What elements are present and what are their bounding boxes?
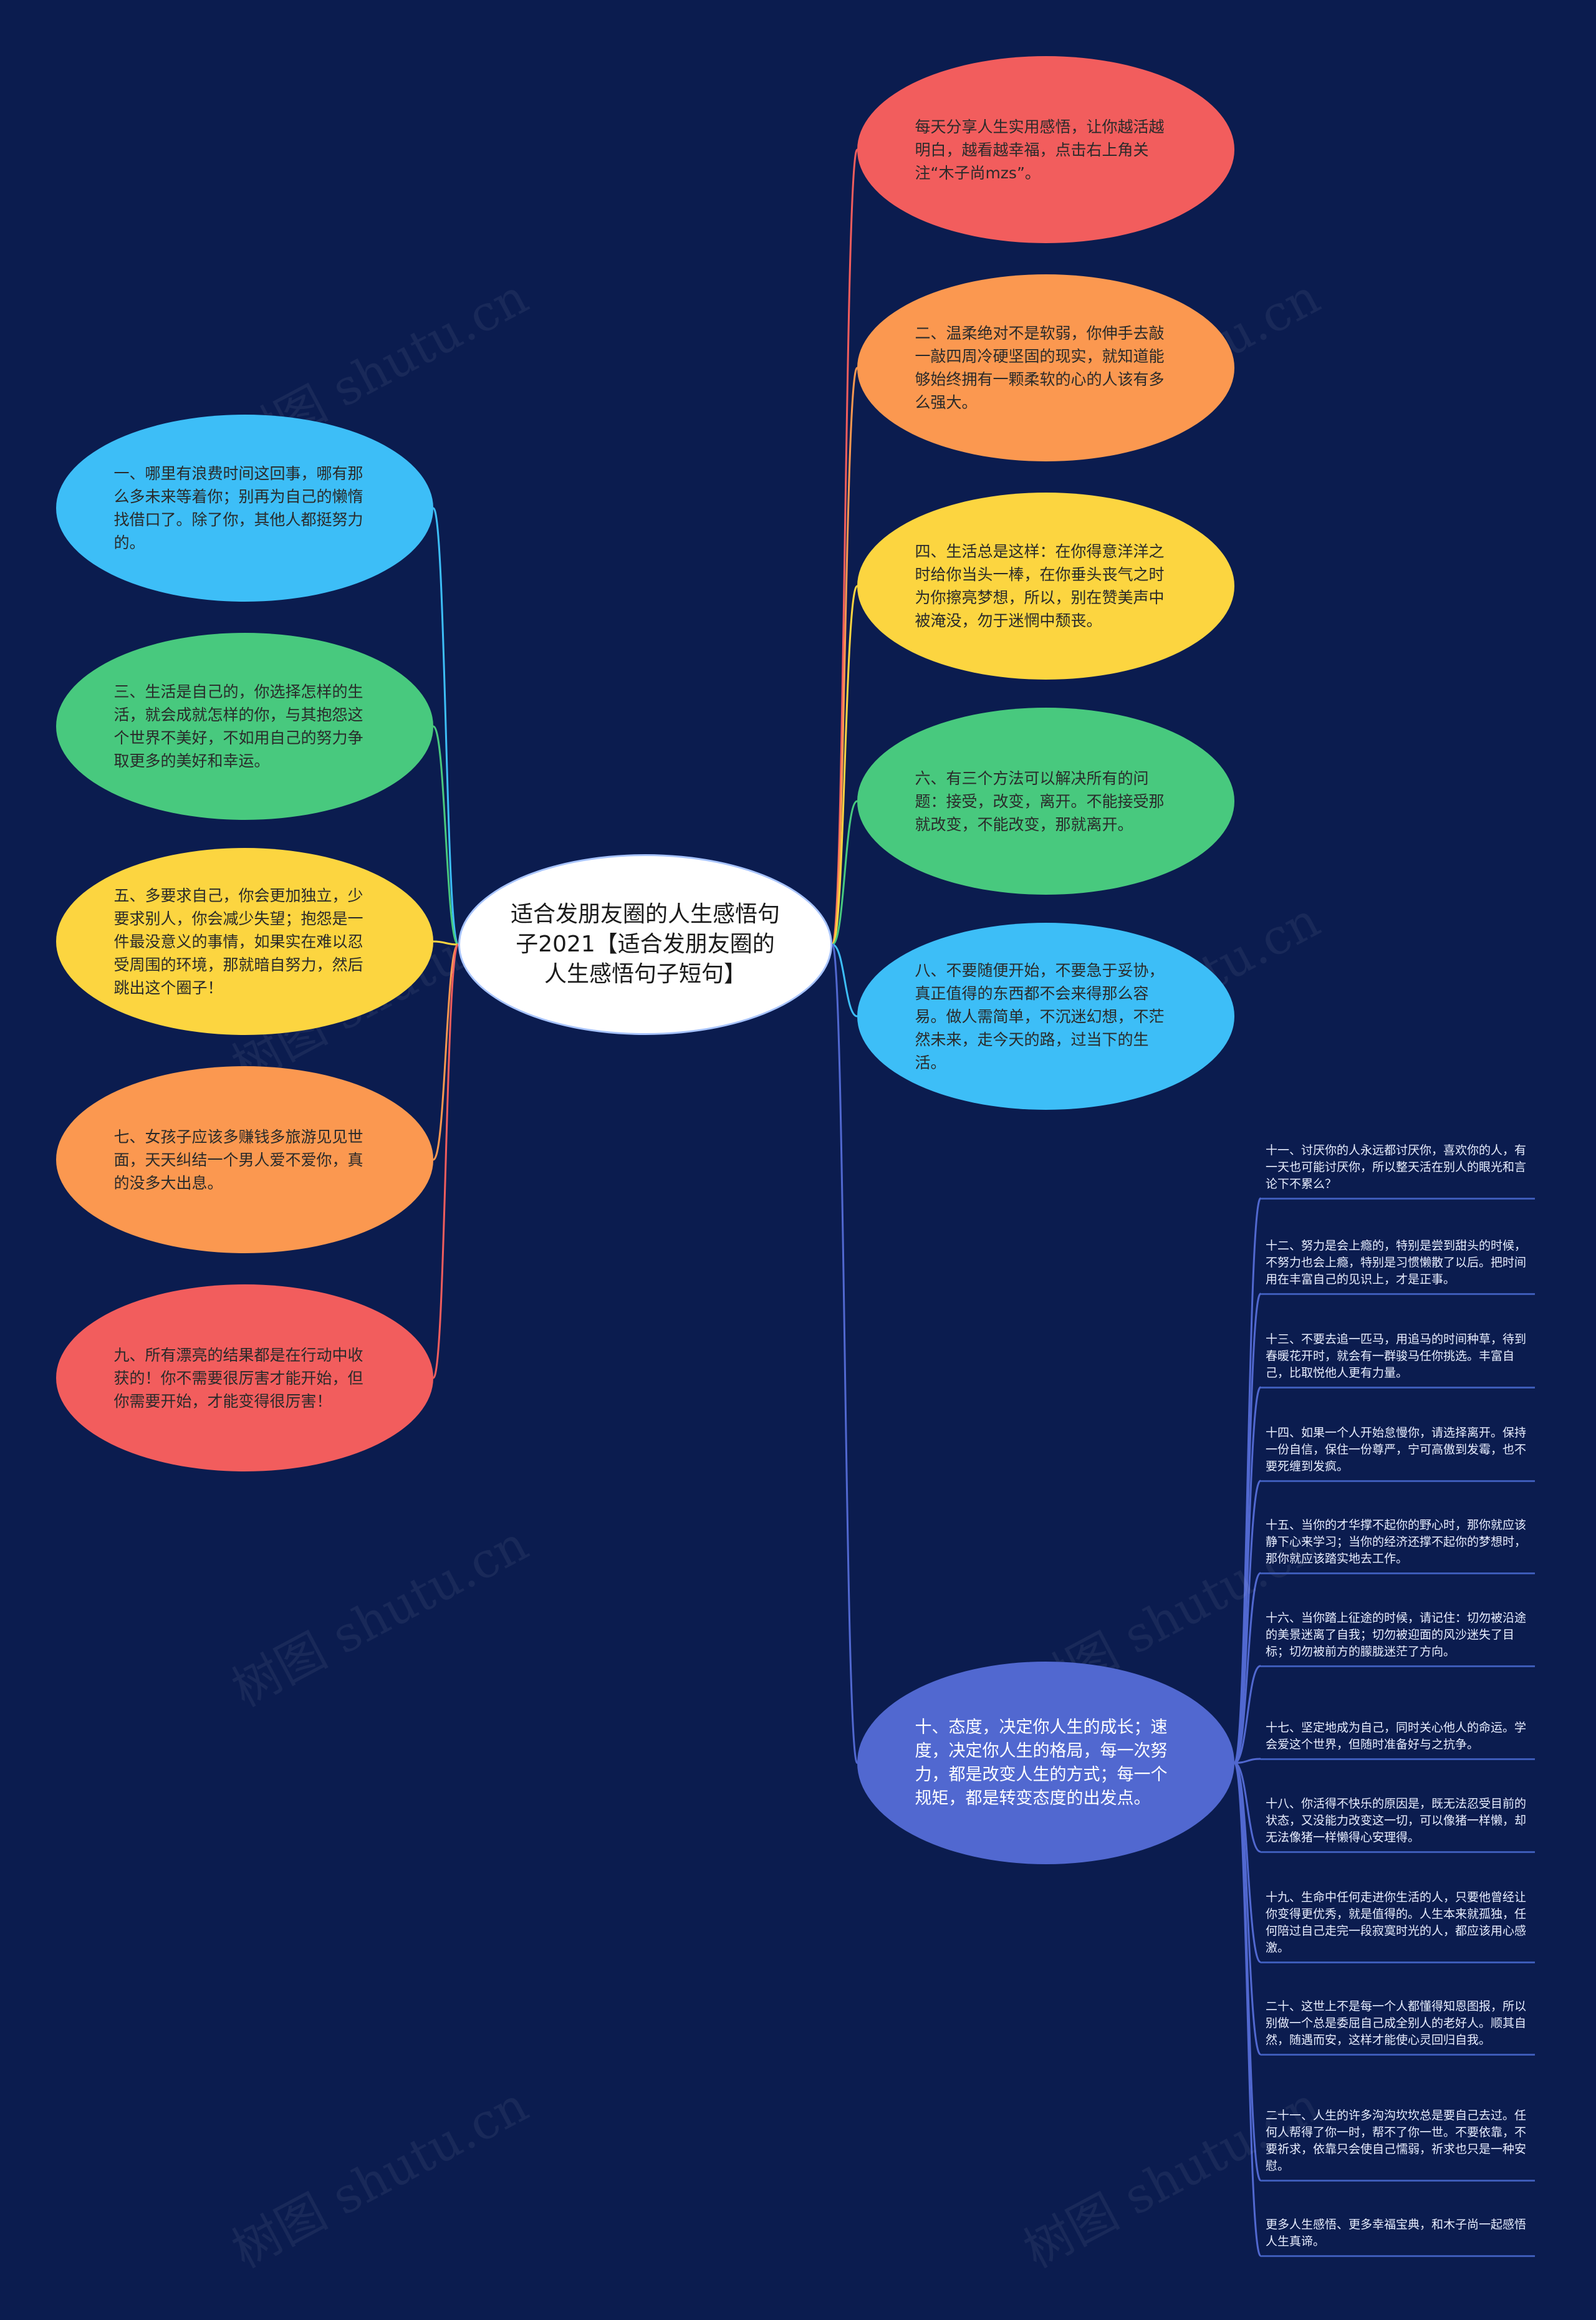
leaf-item-label: 十五、当你的才华撑不起你的野心时，那你就应该静下心来学习；当你的经济还撑不起你的…	[1266, 1518, 1527, 1566]
connector-line	[432, 943, 459, 1379]
leaf-item[interactable]: 十九、生命中任何走进你生活的人，只要他曾经让你变得更优秀，就是值得的。人生本来就…	[1261, 1889, 1535, 1963]
leaf-item-label: 十七、坚定地成为自己，同时关心他人的命运。学会爱这个世界，但随时准备好与之抗争。	[1266, 1721, 1527, 1751]
connector-line	[831, 148, 858, 946]
connector-line	[1233, 1762, 1262, 2182]
leaf-item-label: 更多人生感悟、更多幸福宝典，和木子尚一起感悟人生真谛。	[1266, 2218, 1527, 2248]
connector-line	[432, 507, 459, 946]
leaf-item[interactable]: 更多人生感悟、更多幸福宝典，和木子尚一起感悟人生真谛。	[1261, 2217, 1535, 2257]
connector-line	[1233, 1762, 1262, 1963]
branch-node-right[interactable]: 每天分享人生实用感悟，让你越活越明白，越看越幸福，点击右上角关注“木子尚mzs”…	[857, 56, 1234, 243]
leaf-item[interactable]: 二十、这世上不是每一个人都懂得知恩图报，所以别做一个总是委屈自己成全别人的老好人…	[1261, 1998, 1535, 2056]
leaf-item-label: 十六、当你踏上征途的时候，请记住：切勿被沿途的美景迷离了自我；切勿被迎面的风沙迷…	[1266, 1611, 1527, 1658]
leaf-item[interactable]: 十五、当你的才华撑不起你的野心时，那你就应该静下心来学习；当你的经济还撑不起你的…	[1261, 1517, 1535, 1574]
leaf-item-label: 十九、生命中任何走进你生活的人，只要他曾经让你变得更优秀，就是值得的。人生本来就…	[1266, 1890, 1527, 1955]
connector-line	[432, 943, 459, 1161]
leaf-item[interactable]: 十六、当你踏上征途的时候，请记住：切勿被沿途的美景迷离了自我；切勿被迎面的风沙迷…	[1261, 1610, 1535, 1667]
leaf-item-label: 二十、这世上不是每一个人都懂得知恩图报，所以别做一个总是委屈自己成全别人的老好人…	[1266, 2000, 1527, 2047]
branch-node-left[interactable]: 五、多要求自己，你会更加独立，少要求别人，你会减少失望；抱怨是一件最没意义的事情…	[56, 848, 433, 1035]
connector-line	[1234, 1762, 1261, 1853]
connector-line	[831, 943, 858, 1764]
leaf-item-label: 二十一、人生的许多沟沟坎坎总是要自己去过。任何人帮得了你一时，帮不了你一世。不要…	[1266, 2109, 1527, 2173]
leaf-item-label: 十一、讨厌你的人永远都讨厌你，喜欢你的人，有一天也可能讨厌你，所以整天活在别人的…	[1266, 1143, 1527, 1191]
leaf-item[interactable]: 十三、不要去追一匹马，用追马的时间种草，待到春暖花开时，就会有一群骏马任你挑选。…	[1261, 1331, 1535, 1389]
root-node[interactable]: 适合发朋友圈的人生感悟句子2021【适合发朋友圈的人生感悟句子短句】	[458, 854, 832, 1035]
branch-node-left[interactable]: 三、生活是自己的，你选择怎样的生活，就会成就怎样的你，与其抱怨这个世界不美好，不…	[56, 633, 433, 820]
branch-node-label: 四、生活总是这样：在你得意洋洋之时给你当头一棒，在你垂头丧气之时为你擦亮梦想，所…	[915, 542, 1165, 630]
branch-node-right[interactable]: 十、态度，决定你人生的成长；速度，决定你人生的格局，每一次努力，都是改变人生的方…	[857, 1662, 1234, 1864]
leaf-item-label: 十二、努力是会上瘾的，特别是尝到甜头的时候，不努力也会上瘾，特别是习惯懒散了以后…	[1266, 1239, 1527, 1286]
branch-node-label: 二、温柔绝对不是软弱，你伸手去敲一敲四周冷硬坚固的现实，就知道能够始终拥有一颗柔…	[915, 324, 1165, 412]
leaf-item[interactable]: 二十一、人生的许多沟沟坎坎总是要自己去过。任何人帮得了你一时，帮不了你一世。不要…	[1261, 2107, 1535, 2182]
leaf-item[interactable]: 十四、如果一个人开始怠慢你，请选择离开。保持一份自信，保住一份尊严，宁可高傲到发…	[1261, 1425, 1535, 1482]
branch-node-label: 五、多要求自己，你会更加独立，少要求别人，你会减少失望；抱怨是一件最没意义的事情…	[113, 886, 363, 997]
branch-node-label: 九、所有漂亮的结果都是在行动中收获的！你不需要很厉害才能开始，但你需要开始，才能…	[113, 1345, 363, 1410]
branch-node-label: 十、态度，决定你人生的成长；速度，决定你人生的格局，每一次努力，都是改变人生的方…	[915, 1717, 1168, 1808]
branch-node-label: 八、不要随便开始，不要急于妥协，真正值得的东西都不会来得那么容易。做人需简单，不…	[915, 961, 1165, 1072]
branch-node-right[interactable]: 四、生活总是这样：在你得意洋洋之时给你当头一棒，在你垂头丧气之时为你擦亮梦想，所…	[857, 493, 1234, 680]
connector-line	[832, 800, 858, 946]
branch-node-left[interactable]: 一、哪里有浪费时间这回事，哪有那么多未来等着你；别再为自己的懒惰找借口了。除了你…	[56, 415, 433, 602]
connector-line	[832, 943, 858, 1018]
connector-line	[433, 940, 459, 946]
branch-node-label: 一、哪里有浪费时间这回事，哪有那么多未来等着你；别再为自己的懒惰找借口了。除了你…	[113, 464, 363, 552]
leaf-item-label: 十八、你活得不快乐的原因是，既无法忍受目前的状态，又没能力改变这一切，可以像猪一…	[1266, 1797, 1527, 1844]
leaf-item[interactable]: 十一、讨厌你的人永远都讨厌你，喜欢你的人，有一天也可能讨厌你，所以整天活在别人的…	[1261, 1142, 1535, 1200]
branch-node-right[interactable]: 六、有三个方法可以解决所有的问题：接受，改变，离开。不能接受那就改变，不能改变，…	[857, 708, 1234, 895]
branch-node-left[interactable]: 九、所有漂亮的结果都是在行动中收获的！你不需要很厉害才能开始，但你需要开始，才能…	[56, 1284, 433, 1471]
root-node-label: 适合发朋友圈的人生感悟句子2021【适合发朋友圈的人生感悟句子短句】	[510, 902, 780, 987]
leaf-item-label: 十四、如果一个人开始怠慢你，请选择离开。保持一份自信，保住一份尊严，宁可高傲到发…	[1266, 1426, 1527, 1473]
branch-node-label: 六、有三个方法可以解决所有的问题：接受，改变，离开。不能接受那就改变，不能改变，…	[915, 769, 1165, 834]
leaf-item[interactable]: 十八、你活得不快乐的原因是，既无法忍受目前的状态，又没能力改变这一切，可以像猪一…	[1261, 1796, 1535, 1853]
branch-node-label: 每天分享人生实用感悟，让你越活越明白，越看越幸福，点击右上角关注“木子尚mzs”…	[915, 117, 1165, 182]
connector-line	[1234, 1758, 1261, 1764]
connector-line	[1233, 1572, 1262, 1764]
leaf-item-label: 十三、不要去追一匹马，用追马的时间种草，待到春暖花开时，就会有一群骏马任你挑选。…	[1266, 1332, 1527, 1380]
leaf-item[interactable]: 十七、坚定地成为自己，同时关心他人的命运。学会爱这个世界，但随时准备好与之抗争。	[1261, 1720, 1535, 1760]
connector-line	[1233, 1480, 1262, 1764]
connector-line	[1234, 1665, 1261, 1764]
branch-node-right[interactable]: 二、温柔绝对不是软弱，你伸手去敲一敲四周冷硬坚固的现实，就知道能够始终拥有一颗柔…	[857, 274, 1234, 461]
leaf-item[interactable]: 十二、努力是会上瘾的，特别是尝到甜头的时候，不努力也会上瘾，特别是习惯懒散了以后…	[1261, 1238, 1535, 1295]
connector-line	[432, 725, 459, 946]
connector-line	[1233, 1762, 1262, 2257]
branch-node-left[interactable]: 七、女孩子应该多赚钱多旅游见见世面，天天纠结一个男人爱不爱你，真的没多大出息。	[56, 1066, 433, 1253]
branch-node-right[interactable]: 八、不要随便开始，不要急于妥协，真正值得的东西都不会来得那么容易。做人需简单，不…	[857, 923, 1234, 1110]
branch-node-label: 三、生活是自己的，你选择怎样的生活，就会成就怎样的你，与其抱怨这个世界不美好，不…	[113, 683, 363, 770]
connector-line	[1233, 1292, 1262, 1764]
branch-node-label: 七、女孩子应该多赚钱多旅游见见世面，天天纠结一个男人爱不爱你，真的没多大出息。	[113, 1127, 363, 1192]
connector-line	[831, 585, 858, 946]
connector-line	[831, 367, 858, 946]
